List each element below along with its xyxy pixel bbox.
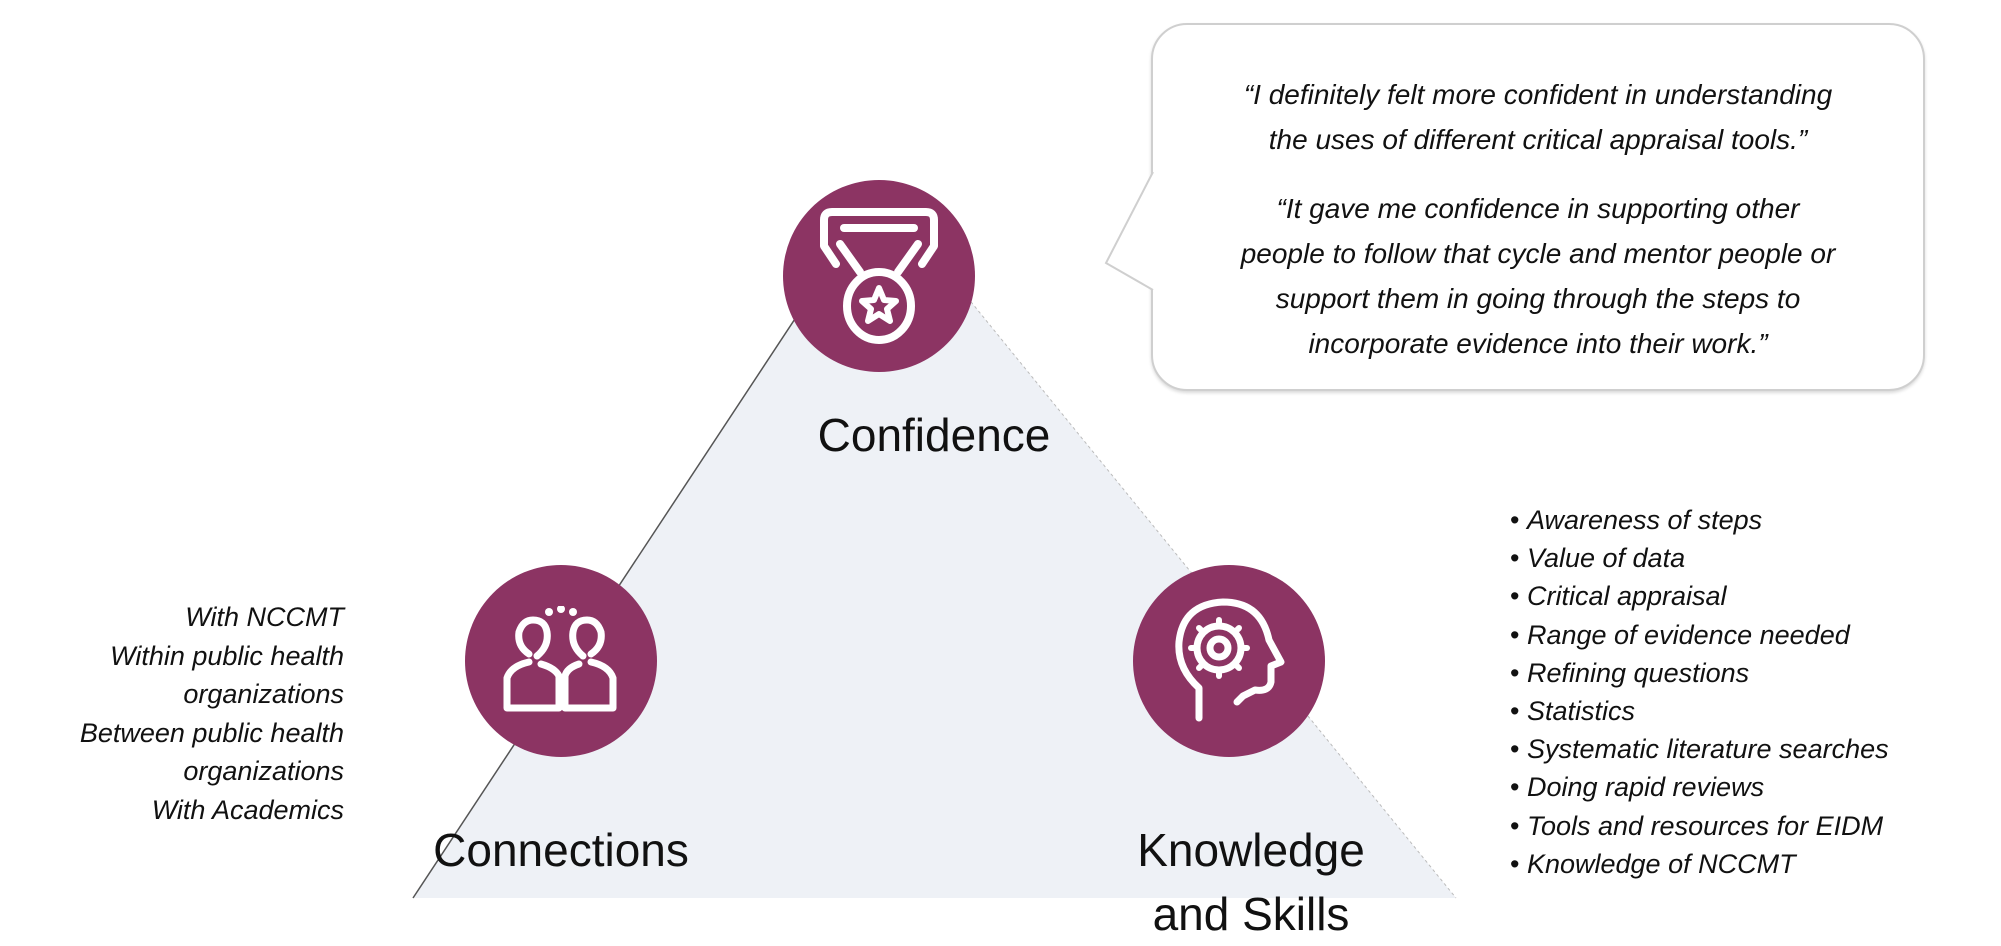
knowledge-circle — [1133, 565, 1325, 757]
connections-list: With NCCMT Within public health organiza… — [80, 598, 344, 829]
list-item: Within public health — [110, 640, 344, 671]
list-item: Doing rapid reviews — [1510, 768, 1889, 806]
quote-bubble — [1151, 23, 1925, 391]
confidence-circle — [783, 180, 975, 372]
connections-label: Connections — [433, 824, 689, 876]
list-item: organizations — [183, 679, 344, 709]
quote-1: “I definitely felt more confident in und… — [1151, 72, 1925, 162]
list-item: organizations — [183, 756, 344, 786]
knowledge-list: Awareness of steps Value of data Critica… — [1510, 501, 1889, 883]
list-item: Critical appraisal — [1510, 577, 1889, 615]
bubble-tail — [1104, 171, 1154, 291]
quote-line: people to follow that cycle and mentor p… — [1240, 238, 1836, 269]
quote-2: “It gave me confidence in supporting oth… — [1151, 186, 1925, 366]
quote-line: “It gave me confidence in supporting oth… — [1276, 193, 1800, 224]
list-item: Value of data — [1510, 539, 1889, 577]
list-item: Between public health — [79, 717, 344, 748]
list-item: Statistics — [1510, 692, 1889, 730]
quotes: “I definitely felt more confident in und… — [1151, 72, 1925, 390]
quote-line: incorporate evidence into their work.” — [1308, 328, 1768, 359]
list-item: With NCCMT — [185, 602, 344, 632]
list-item: Systematic literature searches — [1510, 730, 1889, 768]
quote-line: the uses of different critical appraisal… — [1268, 124, 1808, 155]
quote-line: support them in going through the steps … — [1275, 283, 1801, 314]
people-icon — [503, 606, 617, 712]
connections-circle — [465, 565, 657, 757]
knowledge-label-line1: Knowledge — [1137, 824, 1365, 876]
list-item: Refining questions — [1510, 654, 1889, 692]
knowledge-label: Knowledge and Skills — [1137, 818, 1365, 946]
list-item: Range of evidence needed — [1510, 616, 1889, 654]
list-item: Tools and resources for EIDM — [1510, 807, 1889, 845]
list-item: Knowledge of NCCMT — [1510, 845, 1889, 883]
medal-icon — [820, 208, 938, 344]
knowledge-label-line2: and Skills — [1152, 888, 1350, 940]
quote-line: “I definitely felt more confident in und… — [1243, 79, 1833, 110]
confidence-label: Confidence — [817, 409, 1051, 461]
list-item: Awareness of steps — [1510, 501, 1889, 539]
list-item: With Academics — [151, 794, 344, 825]
head-gear-icon — [1175, 598, 1285, 722]
